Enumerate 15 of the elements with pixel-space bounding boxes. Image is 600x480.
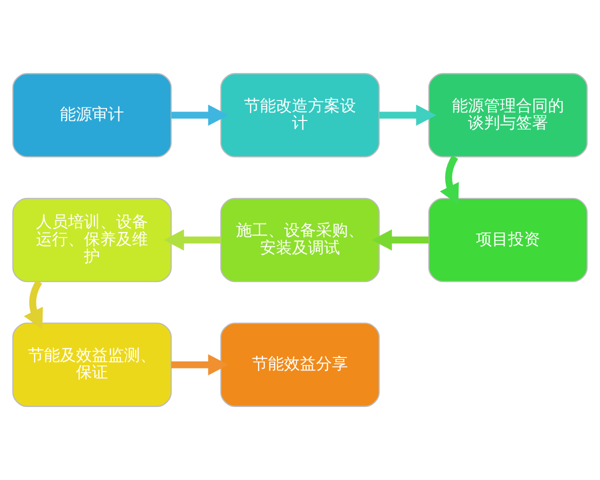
node-box: 节能及效益监测、保证 bbox=[12, 322, 172, 407]
arrow bbox=[171, 354, 228, 376]
node-box: 节能效益分享 bbox=[220, 322, 380, 407]
node-box: 人员培训、设备运行、保养及维护 bbox=[12, 198, 172, 282]
arrow bbox=[440, 155, 459, 205]
node-box: 节能改造方案设计 bbox=[220, 73, 380, 158]
arrow bbox=[372, 229, 429, 251]
node-box: 能源管理合同的谈判与签署 bbox=[428, 73, 588, 158]
arrow bbox=[24, 280, 43, 330]
arrow bbox=[171, 104, 228, 126]
arrow bbox=[379, 104, 436, 126]
arrow bbox=[164, 229, 221, 251]
node-box: 项目投资 bbox=[428, 198, 588, 282]
node-box: 施工、设备采购、安装及调试 bbox=[220, 198, 380, 282]
node-box: 能源审计 bbox=[12, 73, 172, 158]
